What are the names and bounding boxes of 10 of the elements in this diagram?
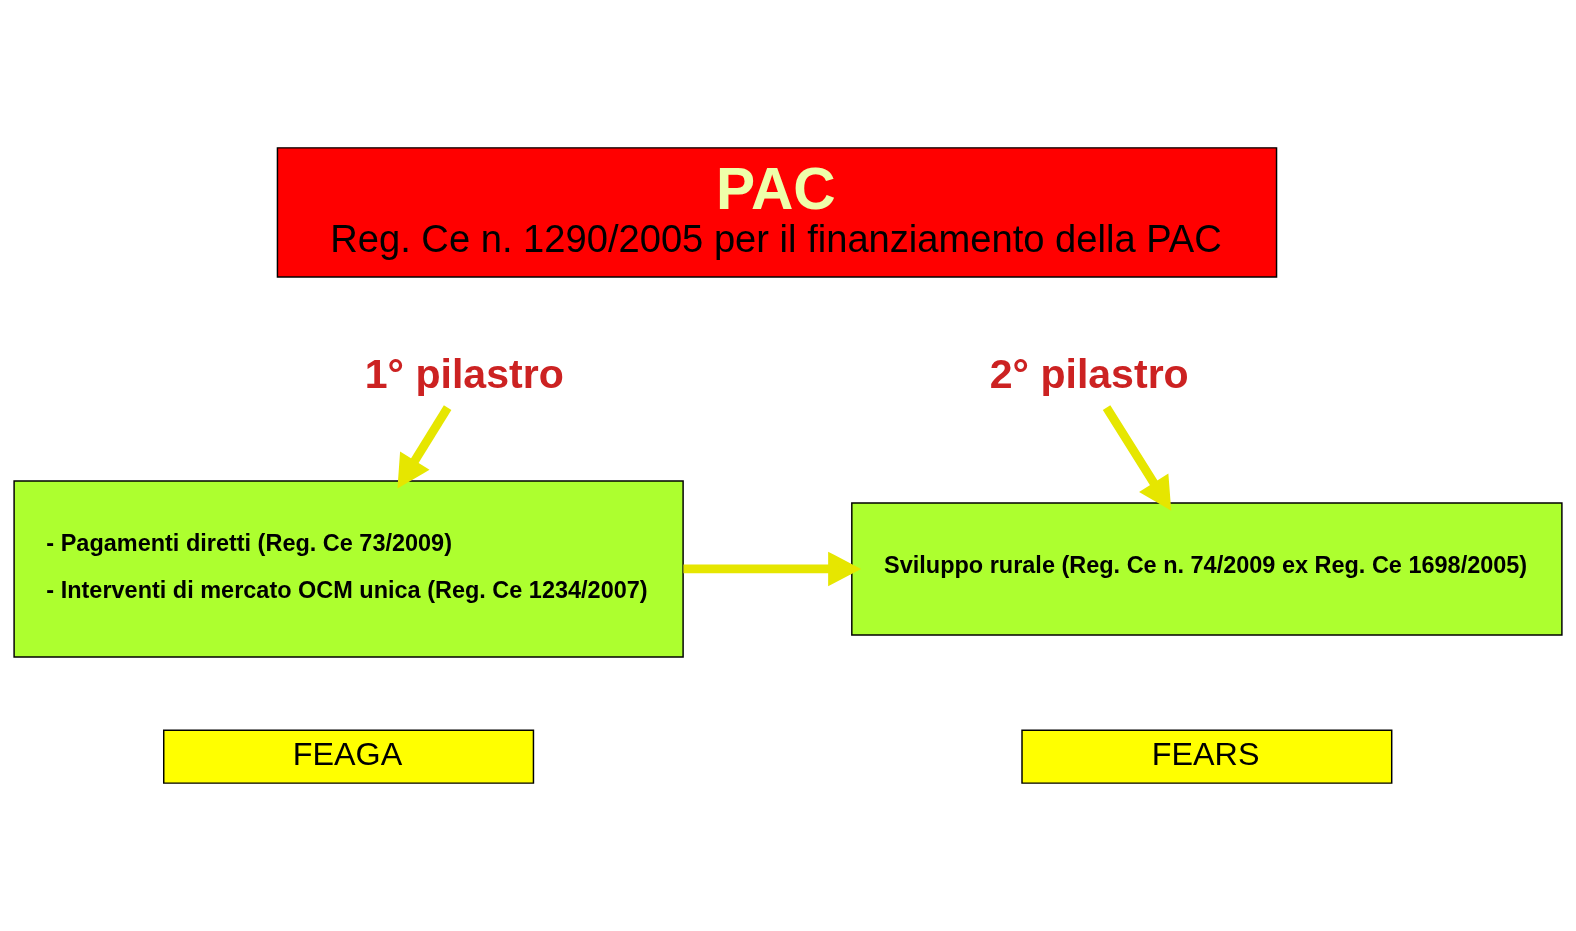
node-box: - Pagamenti diretti (Reg. Ce 73/2009) - Interventi di mercato OCM unica (Reg. Ce 1234/2007) xyxy=(13,480,684,658)
node-box: FEARS xyxy=(1021,729,1393,784)
arrow xyxy=(683,551,862,587)
node-text: 1° pilastro xyxy=(364,350,564,397)
arrow xyxy=(1102,405,1172,511)
node-box: PAC Reg. Ce n. 1290/2005 per il finanziamento della PAC xyxy=(276,147,1278,278)
node-box: Sviluppo rurale (Reg. Ce n. 74/2009 ex Reg. Ce 1698/2005) xyxy=(851,502,1563,636)
arrow xyxy=(397,405,452,489)
node-text: 2° pilastro xyxy=(989,350,1189,397)
node-box: FEAGA xyxy=(163,729,535,784)
